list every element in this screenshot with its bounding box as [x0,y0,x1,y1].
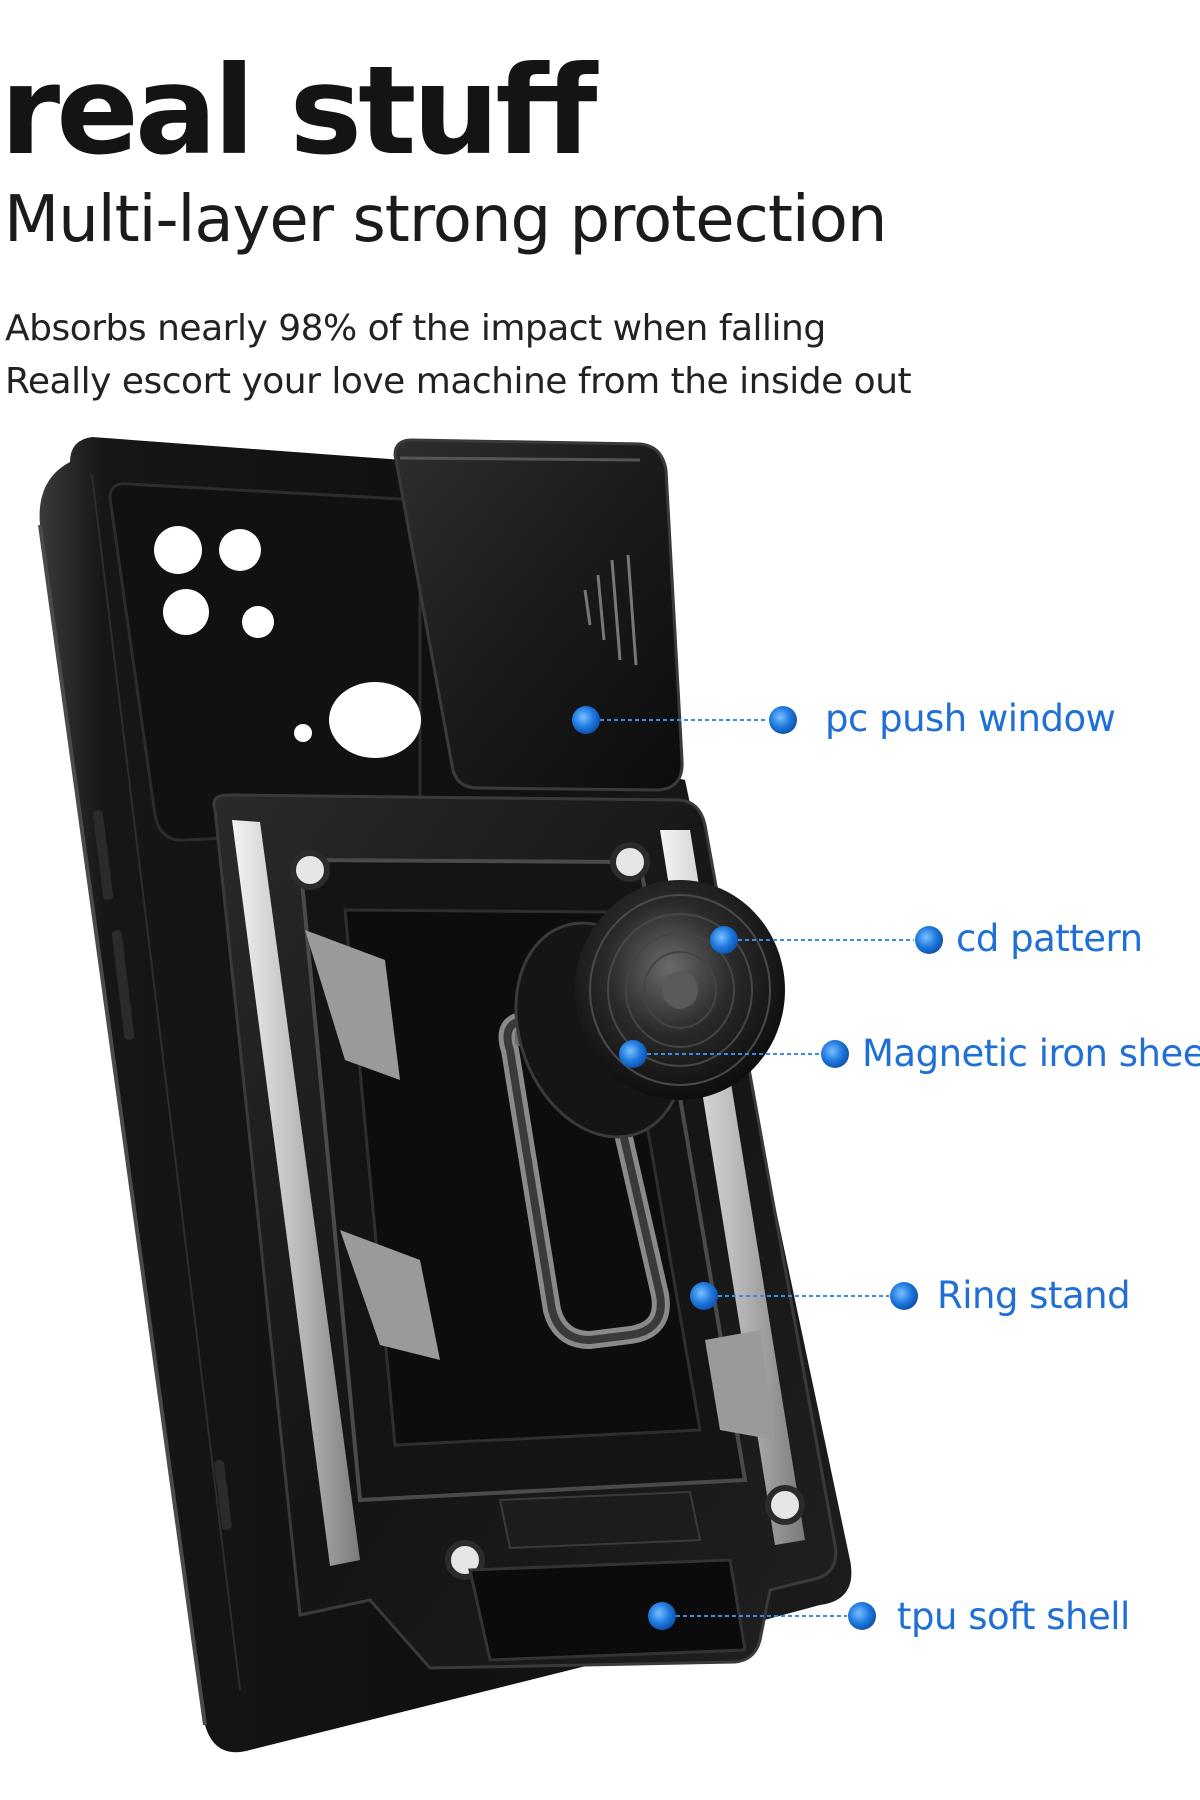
callout-label-cd-pattern: cd pattern [956,917,1143,960]
marker-dot-icon [572,706,600,734]
camera-lens-hole-icon [163,589,209,635]
callout-pc-push-window [572,706,797,734]
marker-dot-icon [648,1602,676,1630]
subheadline: Multi-layer strong protection [4,183,887,257]
camera-lens-hole-icon [242,606,274,638]
marker-dot-icon [619,1040,647,1068]
camera-lens-hole-icon [219,529,261,571]
pc-push-window [393,438,684,792]
headline: real stuff [0,40,597,182]
callout-label-ring-stand: Ring stand [937,1274,1131,1317]
camera-lens-hole-icon [154,526,202,574]
marker-dot-icon [769,706,797,734]
description-line-1: Absorbs nearly 98% of the impact when fa… [5,308,826,349]
callout-cd-pattern [710,926,943,954]
description-line-2: Really escort your love machine from the… [5,361,912,402]
callout-ring-stand [690,1282,918,1310]
marker-dot-icon [848,1602,876,1630]
callout-magnetic-iron-sheet [619,1040,849,1068]
callout-label-pc-push-window: pc push window [825,697,1116,740]
callout-tpu-soft-shell [648,1602,876,1630]
callout-label-tpu-soft-shell: tpu soft shell [897,1595,1130,1638]
callout-label-magnetic-iron-sheet: Magnetic iron sheet [862,1032,1200,1075]
flash-hole-icon [294,724,312,742]
marker-dot-icon [710,926,738,954]
camera-module [108,482,422,842]
marker-dot-icon [821,1040,849,1068]
camera-main-hole-icon [329,682,421,758]
marker-dot-icon [915,926,943,954]
marker-dot-icon [690,1282,718,1310]
marker-dot-icon [890,1282,918,1310]
